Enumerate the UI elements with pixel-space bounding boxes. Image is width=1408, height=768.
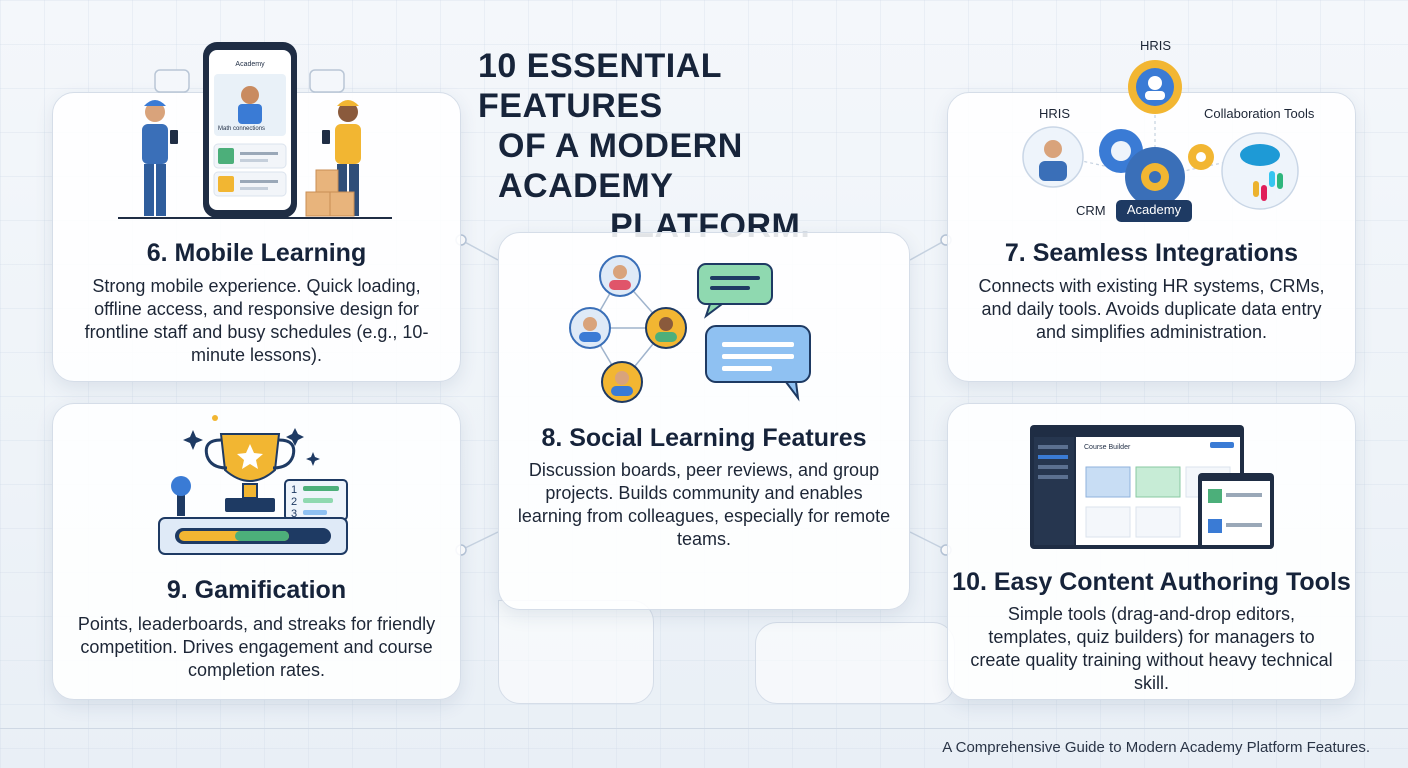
svg-text:2: 2 [291, 496, 297, 508]
label-crm: CRM [1076, 203, 1106, 218]
footer-caption: A Comprehensive Guide to Modern Academy … [942, 739, 1370, 756]
card-description: Connects with existing HR systems, CRMs,… [978, 276, 1325, 342]
hris-top-gear-icon [1128, 60, 1182, 114]
tablet-window-icon [1198, 473, 1274, 549]
card-description: Simple tools (drag-and-drop editors, tem… [970, 604, 1333, 693]
gamification-illustration: 1 2 3 [158, 415, 348, 555]
card-description: Strong mobile experience. Quick loading,… [84, 276, 429, 365]
chat-bubble-blue-icon [705, 325, 811, 402]
sparkle-icon [183, 415, 320, 466]
footer-divider [0, 728, 1408, 729]
trophy-icon [204, 433, 296, 512]
social-learning-illustration [569, 255, 811, 403]
phone-icon: Academy Math connections [203, 42, 297, 218]
medal-icon [171, 476, 191, 516]
card-content-authoring: 10. Easy Content Authoring Tools Simple … [947, 403, 1356, 700]
mobile-learning-illustration: Academy Math connections [118, 42, 392, 219]
card-title: 10. Easy Content Authoring Tools [952, 568, 1351, 596]
avatar-left-icon [569, 307, 611, 349]
background-card-right [755, 622, 955, 704]
svg-text:Math connections: Math connections [218, 126, 265, 132]
card-description: Discussion boards, peer reviews, and gro… [517, 460, 891, 549]
leaderboard-icon: 1 2 3 [284, 479, 348, 521]
hris-left-person-icon [1022, 126, 1084, 188]
svg-text:1: 1 [291, 484, 297, 496]
collaboration-tools-icon [1221, 132, 1299, 210]
academy-gear-icon [1125, 147, 1185, 207]
chat-bubble-green-icon [697, 263, 773, 319]
chat-bubble-icon [154, 69, 345, 93]
card-title: 8. Social Learning Features [541, 424, 867, 452]
card-title: 9. Gamification [166, 576, 347, 604]
small-gear-icon [1188, 144, 1214, 170]
authoring-illustration: Course Builder [1030, 425, 1274, 549]
avatar-top-icon [599, 255, 641, 297]
worker-right-icon [322, 100, 361, 216]
avatar-bottom-icon [601, 361, 643, 403]
page-title: 10 ESSENTIAL FEATURES OF A MODERN ACADEM… [478, 47, 811, 245]
label-hris-top: HRIS [1140, 38, 1172, 53]
boxes-icon [305, 169, 355, 217]
progress-bar-icon [158, 517, 348, 555]
card-seamless-integrations: 7. Seamless Integrations Connects with e… [947, 92, 1356, 382]
svg-text:Academy: Academy [235, 61, 265, 68]
label-collaboration-tools: Collaboration Tools [1204, 106, 1315, 121]
card-title: 6. Mobile Learning [146, 239, 367, 267]
avatar-right-icon [645, 307, 687, 349]
label-hris-left: HRIS [1039, 106, 1071, 121]
svg-text:3: 3 [291, 508, 297, 520]
worker-left-icon [142, 100, 178, 216]
label-academy: Academy [1116, 200, 1192, 222]
card-description: Points, leaderboards, and streaks for fr… [77, 614, 436, 680]
svg-text:Course Builder: Course Builder [1084, 444, 1131, 451]
card-title: 7. Seamless Integrations [1004, 239, 1299, 267]
background-card-left [498, 600, 654, 704]
integrations-illustration [1022, 60, 1299, 210]
